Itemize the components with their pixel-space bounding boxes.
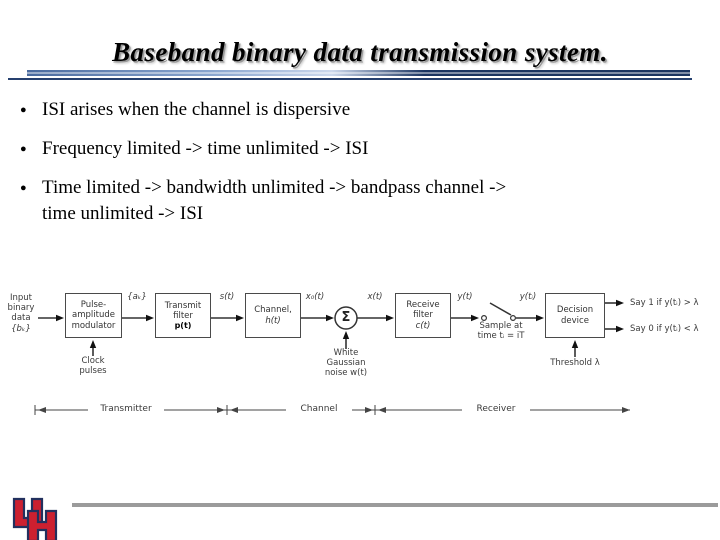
signal-yti: y(tᵢ) bbox=[519, 292, 537, 302]
block-label: Receive filter bbox=[406, 300, 440, 321]
section-transmitter: Transmitter bbox=[88, 404, 164, 415]
measure-arrowheads bbox=[38, 407, 630, 413]
block-symbol: p(t) bbox=[174, 320, 192, 330]
output-say-1: Say 1 if y(tᵢ) > λ bbox=[630, 298, 699, 308]
bullet-text: Time limited -> bandwidth unlimited -> b… bbox=[42, 177, 507, 224]
signal-xt: x(t) bbox=[367, 292, 383, 302]
signal-ak: {aₖ} bbox=[127, 292, 147, 302]
output-say-0: Say 0 if y(tᵢ) < λ bbox=[630, 324, 699, 334]
sample-time-label: Sample at time tᵢ = iT bbox=[477, 321, 525, 342]
list-item: ● ISI arises when the channel is dispers… bbox=[20, 97, 685, 123]
title-rule-line bbox=[8, 78, 692, 80]
section-receiver: Receiver bbox=[462, 404, 530, 415]
signal-x0t: x₀(t) bbox=[305, 292, 325, 302]
sum-node-symbol: Σ bbox=[341, 310, 351, 325]
block-diagram: Input binary data{bₖ} Pulse- amplitude m… bbox=[0, 252, 720, 424]
noise-label: White Gaussian noise w(t) bbox=[324, 348, 368, 379]
bullet-text: Frequency limited -> time unlimited -> I… bbox=[42, 138, 369, 159]
signal-yt: y(t) bbox=[457, 292, 473, 302]
list-item: ● Frequency limited -> time unlimited ->… bbox=[20, 136, 685, 162]
page-title: Baseband binary data transmission system… bbox=[112, 37, 608, 67]
signal-st: s(t) bbox=[219, 292, 235, 302]
block-channel: Channel, h(t) bbox=[245, 293, 301, 338]
list-item: ● Time limited -> bandwidth unlimited ->… bbox=[20, 175, 685, 227]
block-label: Decision device bbox=[556, 305, 594, 326]
block-label: Pulse- amplitude modulator bbox=[71, 300, 116, 331]
sampler-switch-icon bbox=[481, 302, 517, 321]
bullet-icon: ● bbox=[20, 143, 27, 155]
input-symbol: {bₖ} bbox=[11, 323, 31, 334]
title-rule-gradient bbox=[27, 70, 690, 76]
section-channel: Channel bbox=[286, 404, 352, 415]
block-label: Channel, bbox=[254, 305, 292, 316]
arrowheads bbox=[56, 299, 624, 348]
threshold-label: Threshold λ bbox=[550, 358, 600, 368]
diagram-connectors bbox=[34, 299, 630, 415]
uh-logo bbox=[11, 496, 59, 540]
block-symbol: c(t) bbox=[415, 320, 431, 331]
block-label: Transmit filter bbox=[164, 300, 202, 321]
input-text: Input binary data bbox=[7, 293, 35, 324]
footer-separator bbox=[72, 503, 718, 507]
bullet-text: ISI arises when the channel is dispersiv… bbox=[42, 99, 351, 120]
logo-letter-h bbox=[26, 509, 58, 540]
block-decision-device: Decision device bbox=[545, 293, 605, 338]
block-receive-filter: Receive filter c(t) bbox=[395, 293, 451, 338]
clock-pulses-label: Clock pulses bbox=[79, 356, 107, 377]
block-transmit-filter: Transmit filter p(t) bbox=[155, 293, 211, 338]
bullet-icon: ● bbox=[20, 104, 27, 116]
bullet-icon: ● bbox=[20, 182, 27, 194]
block-pulse-amplitude-modulator: Pulse- amplitude modulator bbox=[65, 293, 122, 338]
block-symbol: h(t) bbox=[265, 315, 281, 326]
bullet-list: ● ISI arises when the channel is dispers… bbox=[20, 97, 685, 240]
input-signal-label: Input binary data{bₖ} bbox=[0, 293, 42, 334]
sum-node-circle bbox=[334, 306, 358, 330]
